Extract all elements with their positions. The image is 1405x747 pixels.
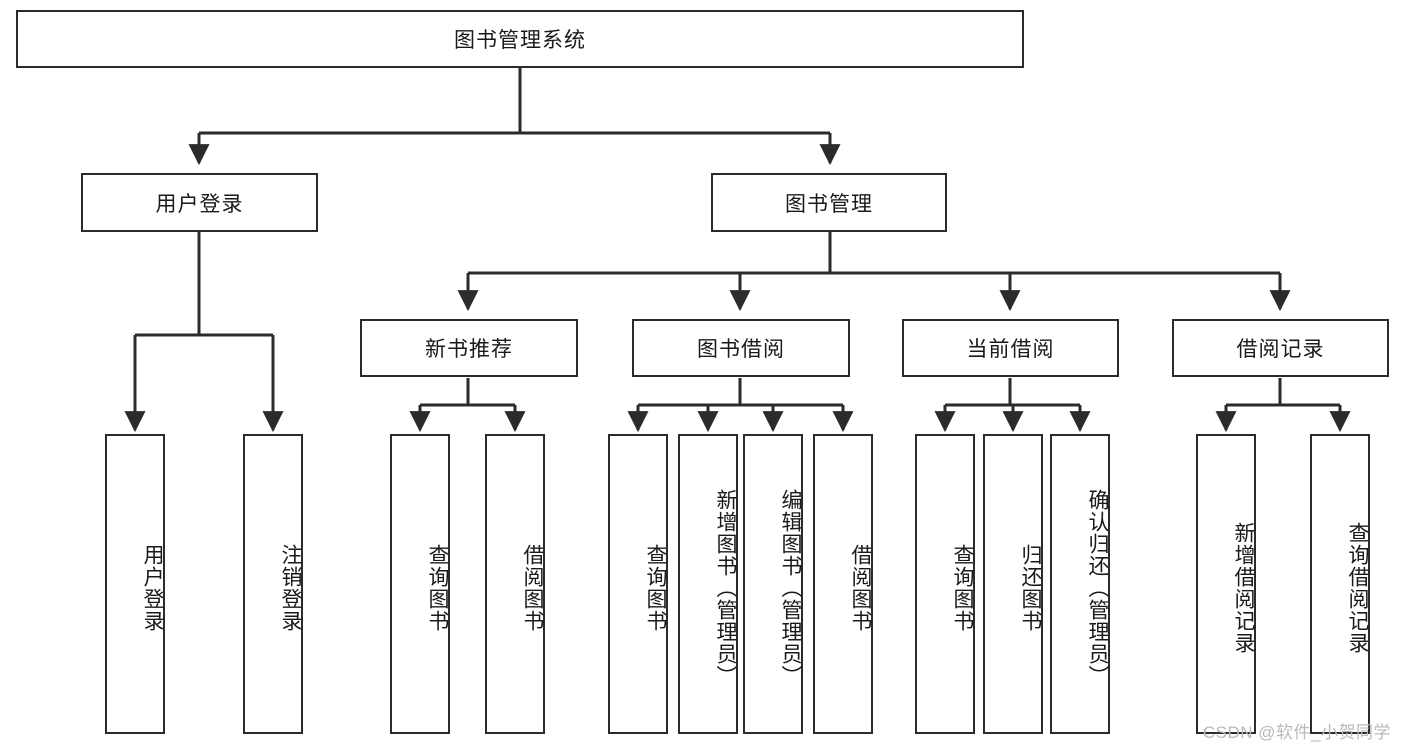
leaf-record-query-label: 查询借阅记录 xyxy=(1346,522,1369,654)
node-borrow-record[interactable]: 借阅记录 xyxy=(1172,319,1389,377)
leaf-current-confirm-return-label: 确认归还（管理员） xyxy=(1086,489,1109,687)
node-book-management-label: 图书管理 xyxy=(785,192,873,216)
leaf-borrow-add-book[interactable]: 新增图书（管理员） xyxy=(678,434,738,734)
leaf-current-query-book[interactable]: 查询图书 xyxy=(915,434,975,734)
leaf-record-add[interactable]: 新增借阅记录 xyxy=(1196,434,1256,734)
leaf-borrow-query-book[interactable]: 查询图书 xyxy=(608,434,668,734)
node-current-borrow-label: 当前借阅 xyxy=(966,338,1055,361)
leaf-record-add-label: 新增借阅记录 xyxy=(1232,522,1255,654)
node-new-book-recommend-label: 新书推荐 xyxy=(425,338,513,361)
leaf-current-return-book[interactable]: 归还图书 xyxy=(983,434,1043,734)
node-book-borrow[interactable]: 图书借阅 xyxy=(632,319,850,377)
leaf-user-login-signin[interactable]: 用户登录 xyxy=(105,434,165,734)
leaf-record-query[interactable]: 查询借阅记录 xyxy=(1310,434,1370,734)
leaf-borrow-add-book-label: 新增图书（管理员） xyxy=(714,489,737,687)
leaf-borrow-borrow-book[interactable]: 借阅图书 xyxy=(813,434,873,734)
leaf-current-confirm-return[interactable]: 确认归还（管理员） xyxy=(1050,434,1110,734)
leaf-borrow-edit-book[interactable]: 编辑图书（管理员） xyxy=(743,434,803,734)
leaf-borrow-edit-book-label: 编辑图书（管理员） xyxy=(779,489,802,687)
leaf-current-query-book-label: 查询图书 xyxy=(951,544,974,632)
leaf-borrow-borrow-book-label: 借阅图书 xyxy=(849,544,872,632)
node-user-login-label: 用户登录 xyxy=(155,192,244,216)
node-root-system[interactable]: 图书管理系统 xyxy=(16,10,1024,68)
leaf-user-login-signout-label: 注销登录 xyxy=(279,544,302,632)
leaf-new-book-query[interactable]: 查询图书 xyxy=(390,434,450,734)
leaf-user-login-signin-label: 用户登录 xyxy=(141,544,164,632)
node-user-login[interactable]: 用户登录 xyxy=(81,173,318,232)
node-borrow-record-label: 借阅记录 xyxy=(1236,338,1325,361)
leaf-user-login-signout[interactable]: 注销登录 xyxy=(243,434,303,734)
leaf-borrow-query-book-label: 查询图书 xyxy=(644,544,667,632)
node-current-borrow[interactable]: 当前借阅 xyxy=(902,319,1119,377)
leaf-new-book-borrow-label: 借阅图书 xyxy=(521,544,544,632)
leaf-new-book-query-label: 查询图书 xyxy=(426,544,449,632)
leaf-new-book-borrow[interactable]: 借阅图书 xyxy=(485,434,545,734)
leaf-current-return-book-label: 归还图书 xyxy=(1019,544,1042,632)
node-book-borrow-label: 图书借阅 xyxy=(697,338,785,361)
node-new-book-recommend[interactable]: 新书推荐 xyxy=(360,319,578,377)
node-root-label: 图书管理系统 xyxy=(454,29,586,52)
node-book-management[interactable]: 图书管理 xyxy=(711,173,947,232)
